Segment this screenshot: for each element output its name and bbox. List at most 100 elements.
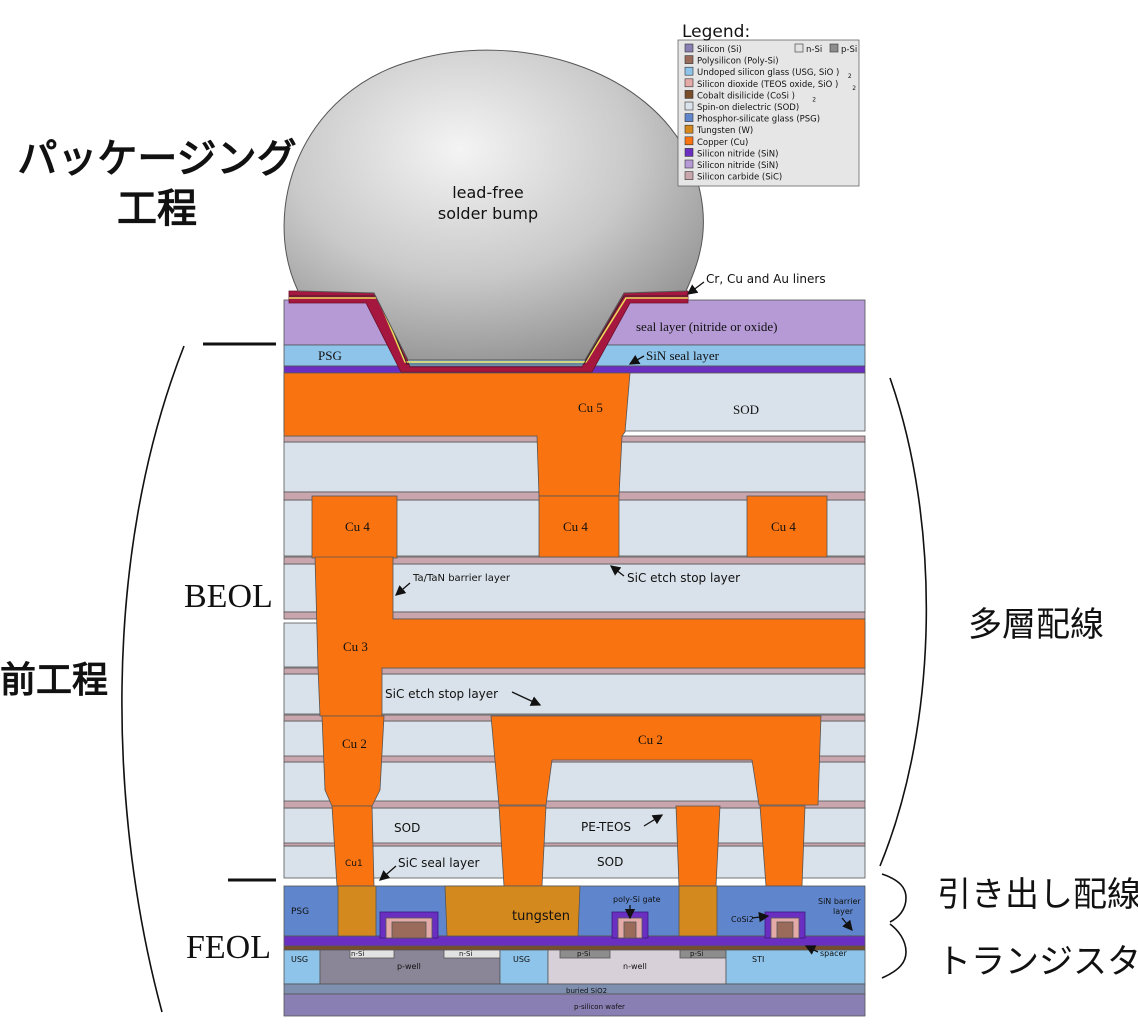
legend-item-7: Tungsten (W) [696, 126, 753, 136]
tungsten-label: tungsten [512, 909, 570, 924]
cu2-b-label: Cu 2 [638, 732, 663, 747]
layer-stack [283, 39, 866, 1017]
legend-item-6: Phosphor-silicate glass (PSG) [697, 115, 820, 125]
liner-black [289, 295, 688, 365]
legend-item-10: Silicon nitride (SiN) [697, 161, 778, 171]
barrier-label: Ta/TaN barrier layer [412, 573, 511, 584]
liner-gold [289, 297, 688, 363]
cu4-a-label: Cu 4 [345, 519, 370, 534]
legend-swatch-3 [684, 78, 694, 88]
barrier-arrow [395, 582, 411, 596]
beol-heading: BEOL [184, 578, 273, 615]
legend-swatch-7 [684, 124, 694, 134]
sod-mid-label: SOD [394, 821, 420, 835]
legend-swatch-8 [684, 136, 694, 146]
seal-layer-label: seal layer (nitride or oxide) [636, 319, 778, 334]
packaging-heading-line1: パッケージング [17, 135, 296, 182]
legend-item-5: Spin-on dielectric (SOD) [697, 103, 799, 113]
sod-low-label: SOD [597, 855, 623, 869]
transistor-brace [881, 923, 907, 979]
legend-psi-swatch [829, 43, 839, 53]
cosi2-label: CoSi2 [731, 915, 754, 924]
psi-b-label: p-Si [690, 950, 703, 958]
legend-swatch-11 [684, 171, 694, 180]
spacer-arrow [804, 945, 819, 955]
usg-b-label: USG [513, 955, 530, 964]
legend-psi-label: p-Si [841, 45, 857, 55]
legend-sub-2: 2 [848, 73, 852, 80]
cu1-via-c [675, 805, 721, 887]
legend-swatch-4 [684, 90, 694, 99]
legend-swatch-0 [684, 43, 694, 53]
cu4-c-label: Cu 4 [771, 519, 796, 534]
usg-isolation-b [499, 949, 549, 985]
front-end-brace [121, 345, 185, 1013]
nwell-label: n-well [623, 962, 647, 971]
sic-etch2-arrow [511, 691, 542, 706]
sin-barrier-arrow [841, 917, 853, 931]
sin-barrier-label-2: layer [833, 907, 854, 916]
legend-item-11: Silicon carbide (SiC) [697, 173, 782, 183]
psg-label: PSG [318, 348, 342, 363]
cu4-right [746, 495, 828, 558]
cu3-label: Cu 3 [343, 639, 368, 654]
legend-swatch-5 [684, 101, 694, 111]
usg-a-label: USG [291, 955, 308, 964]
tungsten-block [444, 885, 581, 937]
feol-heading: FEOL [186, 929, 271, 966]
legend-swatch-10 [684, 159, 694, 169]
nsi-b-label: n-Si [459, 950, 472, 958]
legend-item-1: Polysilicon (Poly-Si) [697, 57, 779, 67]
cu2-left [321, 715, 385, 807]
legend-swatch-1 [684, 55, 694, 64]
cu1-via-a [331, 805, 375, 887]
cu1-label: Cu1 [345, 859, 363, 869]
label-layer: Legend:Silicon (Si)Polysilicon (Poly-Si)… [0, 22, 1138, 1013]
tungsten-contact-b [678, 885, 718, 937]
cu4-left [311, 495, 398, 559]
legend-swatch-9 [684, 148, 694, 157]
sin-seal-arrow [628, 354, 645, 365]
cu1-via-b [498, 805, 547, 887]
legend-item-8: Copper (Cu) [697, 138, 748, 148]
sin-barrier-label-1: SiN barrier [818, 897, 861, 906]
sic-band-7 [283, 800, 866, 809]
p-silicon-wafer [283, 993, 866, 1017]
sic-seal-label: SiC seal layer [398, 856, 479, 870]
packaging-heading-line2: 工程 [117, 185, 197, 232]
pe-teos-arrow [643, 814, 664, 827]
pe-teos-label: PE-TEOS [581, 820, 631, 834]
legend-item-3: Silicon dioxide (TEOS oxide, SiO ) [697, 80, 838, 90]
poly-gate-0 [391, 921, 427, 939]
liners-label: Cr, Cu and Au liners [706, 272, 826, 286]
sin-seal-label: SiN seal layer [646, 348, 720, 363]
cu3-shape [314, 556, 866, 717]
sic-etch2-label: SiC etch stop layer [385, 687, 498, 701]
nsi-a-label: n-Si [351, 950, 364, 958]
cu4-mid [538, 495, 620, 558]
cosi2-arrow [751, 911, 770, 923]
sti-region [725, 949, 866, 985]
cu1-via-d [759, 805, 806, 887]
local-wiring-heading: 引き出し配線 [937, 875, 1138, 915]
bump-label-line1: lead-free [452, 183, 524, 202]
legend-item-4: Cobalt disilicide (CoSi ) [697, 91, 795, 101]
solder-bump [283, 49, 704, 361]
liners-arrow [686, 281, 705, 295]
legend-swatch-2 [684, 66, 694, 76]
legend-item-2: Undoped silicon glass (USG, SiO ) [697, 68, 839, 78]
legend-item-9: Silicon nitride (SiN) [697, 149, 778, 159]
multilayer-heading: 多層配線 [968, 605, 1104, 645]
transistor-heading: トランジスタ [937, 942, 1138, 982]
multilayer-brace [879, 377, 928, 867]
wafer-label: p-silicon wafer [574, 1003, 625, 1011]
tungsten-contact-a [337, 885, 377, 937]
local-wiring-brace [881, 873, 907, 923]
poly-gate-1 [623, 921, 637, 939]
cosi-strip [283, 945, 866, 951]
cu5-label: Cu 5 [578, 400, 603, 415]
psi-a-label: p-Si [577, 950, 590, 958]
sod-top-label: SOD [733, 402, 759, 417]
psg-low-label: PSG [291, 907, 309, 917]
